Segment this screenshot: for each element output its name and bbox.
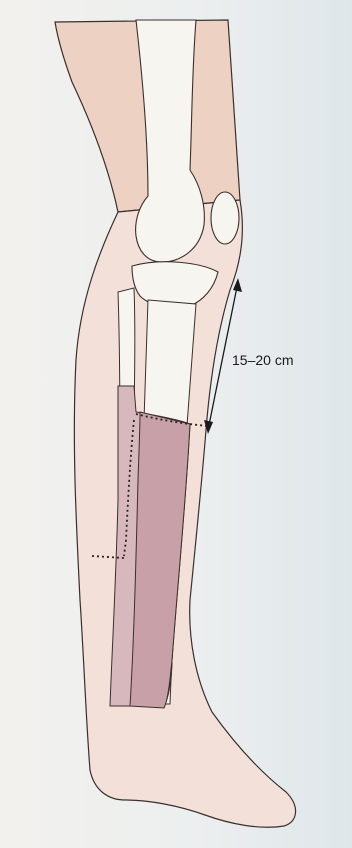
patella [211,192,239,244]
measurement-arrowhead-top [233,278,242,292]
measurement-label: 15–20 cm [232,352,293,368]
